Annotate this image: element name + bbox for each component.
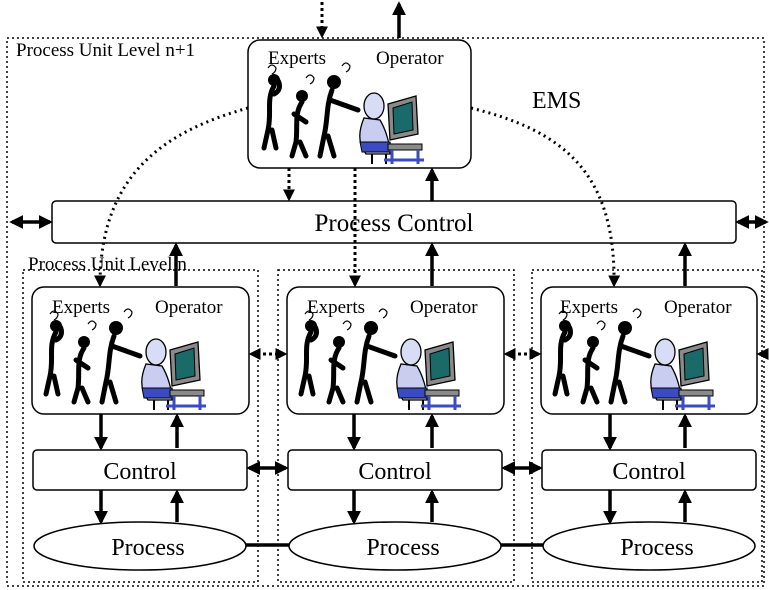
unit3-boundary xyxy=(531,269,763,583)
unit3-control-label: Control xyxy=(612,459,686,485)
unit3-experts-label: Experts xyxy=(560,297,618,318)
unit1-process-label: Process xyxy=(111,535,184,561)
ems-operator-label: Operator xyxy=(376,48,444,69)
unit3-operator-label: Operator xyxy=(664,297,732,318)
ems-to-unit1-dotted-link xyxy=(94,106,249,288)
unit1-boundary xyxy=(22,269,259,583)
outer-level-label: Process Unit Level n+1 xyxy=(16,40,195,61)
unit2-process-label: Process xyxy=(366,535,439,561)
ems-box[interactable] xyxy=(247,39,472,169)
unit1-experts-label: Experts xyxy=(52,297,110,318)
unit2-experts-label: Experts xyxy=(307,297,365,318)
ems-label: EMS xyxy=(532,88,581,114)
ems-to-unit3-dotted-link xyxy=(470,106,621,288)
inner-level-label: Process Unit Level n xyxy=(28,254,187,275)
unit2-boundary xyxy=(277,269,515,583)
unit2-control-label: Control xyxy=(358,459,432,485)
ems-experts-label: Experts xyxy=(268,48,326,69)
unit2-operator-label: Operator xyxy=(410,297,478,318)
unit1-operator-label: Operator xyxy=(155,297,223,318)
unit1-control-label: Control xyxy=(103,459,177,485)
outer-process-unit-boundary xyxy=(6,37,765,587)
unit3-process-label: Process xyxy=(620,535,693,561)
process-control-label: Process Control xyxy=(314,210,473,237)
